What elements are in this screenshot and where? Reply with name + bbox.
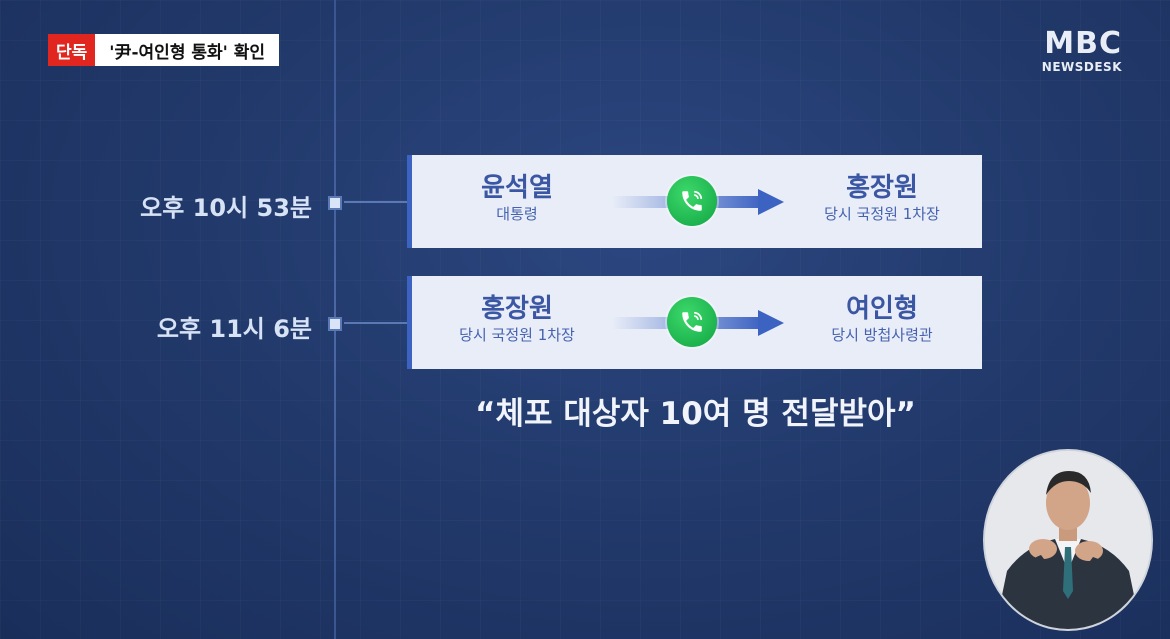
caller-role: 당시 국정원 1차장 xyxy=(459,326,575,344)
headline-title: '尹-여인형 통화' 확인 xyxy=(95,34,280,66)
callee-1: 홍장원 당시 국정원 1차장 xyxy=(792,172,972,224)
caller-name: 홍장원 xyxy=(481,294,553,324)
headline-tag: 단독 '尹-여인형 통화' 확인 xyxy=(48,34,280,66)
callee-name: 여인형 xyxy=(846,294,918,324)
phone-call-icon xyxy=(667,176,717,226)
logo-program: NEWSDESK xyxy=(1041,60,1122,74)
call-time-2: 오후 11시 6분 xyxy=(156,315,312,343)
callee-name: 홍장원 xyxy=(846,173,918,203)
arrowhead-icon xyxy=(758,310,784,336)
callee-role: 당시 국정원 1차장 xyxy=(824,205,940,223)
logo-brand: MBC xyxy=(1044,26,1122,61)
caller-1: 윤석열 대통령 xyxy=(432,172,602,224)
timeline-node-2 xyxy=(328,317,342,331)
call-card-2: 홍장원 당시 국정원 1차장 여인형 당시 방첩사령관 xyxy=(407,276,982,369)
callee-2: 여인형 당시 방첩사령관 xyxy=(792,293,972,345)
exclusive-badge: 단독 xyxy=(48,34,96,66)
interpreter-figure xyxy=(985,451,1151,629)
connector-line-1 xyxy=(344,201,408,203)
phone-call-icon xyxy=(667,297,717,347)
connector-line-2 xyxy=(344,322,408,324)
arrowhead-icon xyxy=(758,189,784,215)
call-card-1: 윤석열 대통령 홍장원 당시 국정원 1차장 xyxy=(407,155,982,248)
caller-role: 대통령 xyxy=(496,205,538,223)
sign-language-interpreter-inset xyxy=(983,449,1153,631)
callee-role: 당시 방첩사령관 xyxy=(831,326,933,344)
mbc-logo: MBC NEWSDESK xyxy=(1041,26,1122,75)
timeline-node-1 xyxy=(328,196,342,210)
quote-caption: “체포 대상자 10여 명 전달받아” xyxy=(475,396,916,432)
call-time-1: 오후 10시 53분 xyxy=(140,194,312,222)
caller-2: 홍장원 당시 국정원 1차장 xyxy=(432,293,602,345)
caller-name: 윤석열 xyxy=(481,173,553,203)
